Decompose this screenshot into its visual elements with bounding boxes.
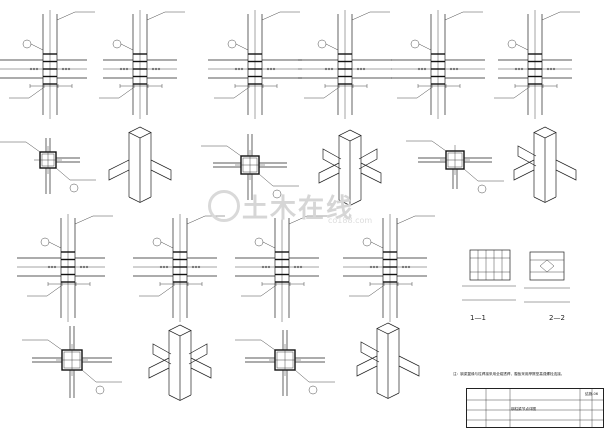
plan-detail — [406, 140, 504, 194]
elevation-detail — [235, 214, 327, 322]
elevation-detail — [494, 10, 580, 119]
title-block-drawing-no: 结施-06 — [585, 392, 599, 396]
isometric-detail — [108, 126, 172, 203]
plan-detail — [201, 134, 299, 200]
section-1-1 — [462, 249, 516, 301]
isometric-detail — [356, 322, 420, 399]
title-block-title: 钢柱梁节点详图 — [511, 407, 537, 411]
plan-detail — [0, 138, 96, 194]
elevation-detail — [208, 10, 302, 119]
section-label-2-2: 2—2 — [549, 314, 565, 322]
elevation-detail — [99, 10, 185, 119]
isometric-detail — [318, 129, 382, 206]
drawing-details — [0, 10, 604, 428]
elevation-detail — [17, 214, 113, 322]
isometric-detail — [148, 324, 212, 401]
title-block-grid — [466, 388, 604, 428]
elevation-detail — [0, 10, 95, 119]
section-2-2 — [524, 251, 570, 303]
elevation-detail — [391, 10, 485, 119]
elevation-detail — [298, 10, 392, 119]
section-label-1-1: 1—1 — [470, 314, 486, 322]
title-block: 钢柱梁节点详图 结施-06 — [466, 388, 604, 428]
elevation-detail — [343, 214, 435, 322]
general-note: 注：钢梁翼缘与柱焊接采用全熔透焊，腹板采用摩擦型高强螺栓连接。 — [453, 372, 565, 376]
plan-detail — [235, 330, 335, 396]
plan-detail — [22, 326, 122, 398]
elevation-detail — [133, 214, 225, 322]
isometric-detail — [513, 126, 577, 203]
